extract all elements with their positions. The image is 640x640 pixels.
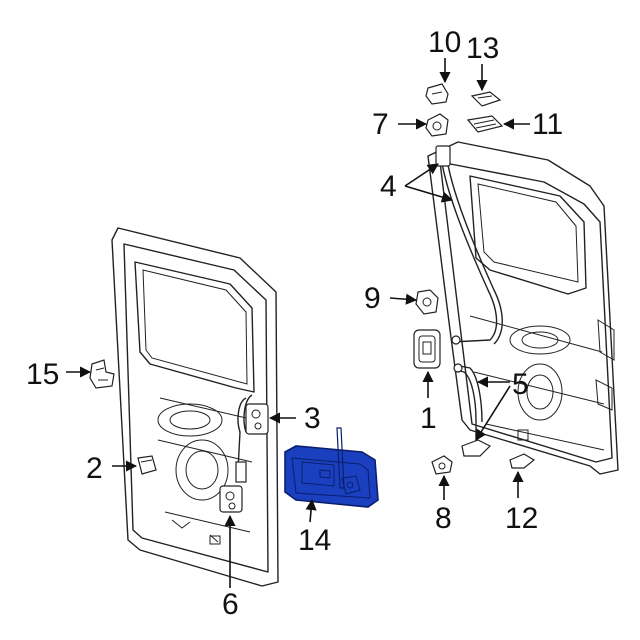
callout-9: 9 bbox=[364, 282, 381, 315]
part-1-handle bbox=[413, 329, 441, 369]
callout-6: 6 bbox=[222, 588, 239, 621]
part-5-bumper bbox=[461, 439, 492, 457]
callout-labels: 10 13 7 11 4 9 5 1 8 12 3 14 6 2 15 bbox=[26, 26, 563, 621]
callout-7: 7 bbox=[372, 108, 389, 141]
right-door-panel bbox=[427, 141, 619, 475]
rod-linkage-right bbox=[435, 145, 503, 442]
callout-11: 11 bbox=[532, 108, 563, 141]
left-door-panel bbox=[111, 227, 279, 587]
callout-8: 8 bbox=[435, 502, 452, 535]
callout-14: 14 bbox=[298, 524, 331, 557]
part-10-clip bbox=[425, 83, 449, 105]
callout-3: 3 bbox=[304, 402, 321, 435]
part-14-highlighted-lock-assembly bbox=[284, 427, 379, 508]
part-15-bracket bbox=[89, 359, 115, 389]
callout-15: 15 bbox=[26, 358, 59, 391]
part-8-grommet bbox=[431, 455, 453, 475]
callout-4: 4 bbox=[380, 170, 397, 203]
part-12-pad bbox=[509, 453, 536, 469]
part-11-pad bbox=[466, 115, 504, 133]
part-2-bumper bbox=[137, 455, 157, 475]
rod-linkage-left bbox=[219, 394, 269, 513]
part-9-clip bbox=[415, 289, 439, 315]
callout-12: 12 bbox=[505, 502, 538, 535]
callout-5: 5 bbox=[512, 368, 529, 401]
callout-1: 1 bbox=[420, 402, 437, 435]
part-13-pad bbox=[470, 91, 502, 107]
callout-2: 2 bbox=[86, 452, 103, 485]
part-7-clip bbox=[425, 113, 449, 137]
callout-10: 10 bbox=[428, 26, 461, 59]
callout-arrows bbox=[66, 58, 530, 588]
callout-13: 13 bbox=[466, 32, 499, 65]
